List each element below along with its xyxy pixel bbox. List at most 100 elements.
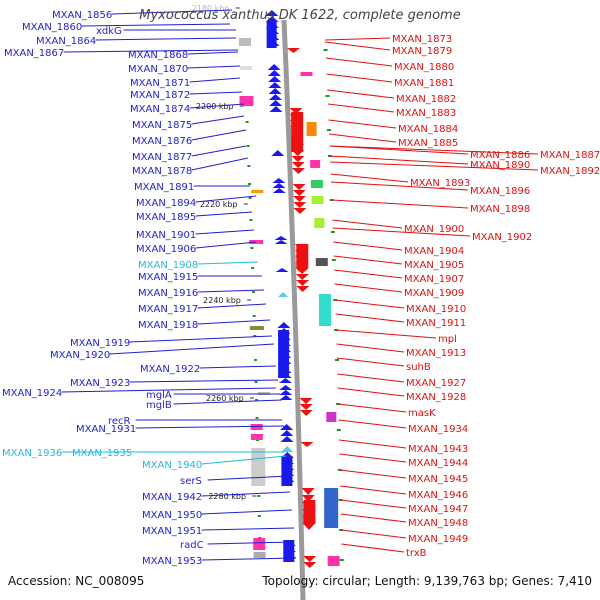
forward-gene-arrow [274,236,288,240]
forward-gene-arrow [269,100,283,106]
reverse-gene-arrow [292,190,306,196]
reverse-gene-arrow [293,202,307,208]
gene-feature [251,448,266,486]
forward-gene-arrow [277,322,291,328]
right-gene-label: MXAN_1898 [470,204,530,215]
right-gene-label: MXAN_1947 [408,504,468,515]
left-label-connector [201,527,295,531]
left-gene-label: MXAN_1923 [70,378,130,389]
reverse-gene-arrow [289,108,303,114]
left-label-connector [197,289,265,293]
reverse-gene-arrow [303,562,317,568]
right-label-connector [338,439,407,449]
right-gene-label: MXAN_1911 [406,318,466,329]
reverse-gene-arrow [299,404,313,410]
left-gene-label: MXAN_1895 [136,212,196,223]
left-gene-label: MXAN_1906 [136,244,196,255]
right-gene-label: MXAN_1905 [404,260,464,271]
gene-feature [314,218,325,228]
right-label-connector [333,255,403,265]
reverse-gene-arrow [291,168,305,174]
left-gene-label: MXAN_1918 [138,320,198,331]
left-label-connector [189,77,241,83]
right-gene-label: MXAN_1910 [406,304,466,315]
gene-feature [296,244,309,268]
right-gene-label: MXAN_1883 [396,108,456,119]
gene-feature [303,500,316,524]
right-gene-label: MXAN_1892 [540,166,600,177]
left-gene-label: MXAN_1874 [130,104,190,115]
right-gene-label: MXAN_1900 [404,224,464,235]
gene-feature [239,38,252,46]
reverse-gene-arrow [296,280,310,286]
right-gene-label: MXAN_1885 [398,138,458,149]
left-gene-label: MXAN_1876 [132,136,192,147]
left-label-connector [61,387,277,393]
forward-gene-arrow [271,150,285,156]
left-gene-label: MXAN_1917 [138,304,198,315]
right-label-connector [325,57,393,67]
right-gene-label: MXAN_1873 [392,34,452,45]
left-gene-label: MXAN_1860 [22,22,82,33]
left-label-connector [191,157,249,171]
right-label-connector [328,119,397,129]
left-label-connector [135,425,285,429]
position-tick [249,219,253,221]
left-gene-label: MXAN_1916 [138,288,198,299]
left-gene-label: MXAN_1875 [132,120,192,131]
position-tick [323,49,328,51]
right-gene-label: MXAN_1893 [410,178,470,189]
position-tick [255,417,259,419]
left-gene-label: MXAN_1915 [138,272,198,283]
gene-feature [311,196,324,204]
left-gene-label: serS [180,476,202,487]
right-gene-label: MXAN_1882 [396,94,456,105]
scale-mark-label: 2220 kbp [200,200,238,209]
reverse-gene-arrow [300,442,314,447]
gene-feature [326,412,337,422]
position-tick [257,515,261,517]
left-label-connector [197,261,259,265]
left-gene-label: MXAN_1878 [132,166,192,177]
left-label-connector [197,303,267,309]
reverse-gene-arrow [303,556,317,562]
position-tick [246,145,250,147]
forward-gene-arrow [267,64,281,70]
left-label-connector [201,509,293,515]
genome-backbone [281,19,306,600]
forward-gene-arrow [272,183,286,188]
position-tick [257,495,261,497]
right-label-connector [336,357,405,367]
right-gene-label: MXAN_1934 [408,424,468,435]
left-label-connector [195,211,253,217]
accession-text: Accession: NC_008095 [8,574,145,588]
right-label-connector [325,41,391,51]
left-label-connector [191,115,245,125]
position-tick [331,259,336,261]
right-label-connector [331,199,469,209]
gene-feature [306,122,317,136]
gene-feature [249,240,264,244]
right-gene-label: MXAN_1928 [406,392,466,403]
position-tick [253,335,257,337]
left-gene-label: MXAN_1877 [132,152,192,163]
left-gene-label: MXAN_1894 [136,198,196,209]
position-tick [255,399,259,401]
forward-gene-arrow [278,292,289,297]
gene-feature [291,112,304,152]
left-gene-label: MXAN_1868 [128,50,188,61]
left-gene-label: MXAN_1936 [2,448,62,459]
scale-mark-label: 2180 kbp [192,4,230,13]
position-tick [254,381,258,383]
left-label-connector [201,455,287,465]
right-gene-label: MXAN_1943 [408,444,468,455]
position-tick [247,165,251,167]
right-gene-label: MXAN_1907 [404,274,464,285]
left-gene-label: MXAN_1920 [50,350,110,361]
position-tick [251,267,255,269]
reverse-gene-arrow [299,410,313,416]
gene-feature [281,456,293,486]
forward-gene-arrow [281,446,294,452]
left-gene-label: MXAN_1922 [140,364,200,375]
